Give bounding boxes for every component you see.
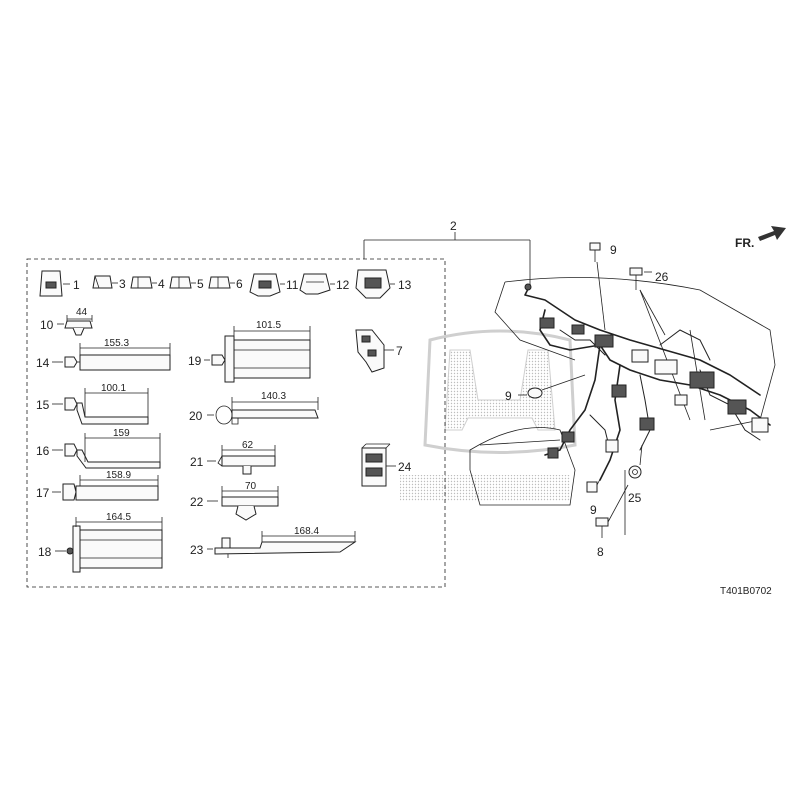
callout-15: 15 xyxy=(36,398,50,412)
front-label: FR. xyxy=(735,236,754,250)
callout-6: 6 xyxy=(236,277,243,291)
cable-tie-14 xyxy=(64,343,171,371)
clip-9-middle xyxy=(518,374,586,399)
dim-16: 159 xyxy=(113,428,130,439)
diagram-code: T401B0702 xyxy=(720,586,772,597)
bolt-8 xyxy=(595,470,629,538)
callout-18: 18 xyxy=(38,545,52,559)
callout-21: 21 xyxy=(190,455,204,469)
callout-11: 11 xyxy=(286,278,299,292)
cable-tie-20 xyxy=(215,397,319,425)
callout-26: 26 xyxy=(655,270,669,284)
callout-20: 20 xyxy=(189,409,203,423)
cable-tie-23 xyxy=(214,531,357,558)
callout-5: 5 xyxy=(197,277,204,291)
clip-21 xyxy=(217,445,276,475)
callout-3: 3 xyxy=(119,277,126,291)
clip-22 xyxy=(221,486,279,521)
callout-10: 10 xyxy=(40,318,54,332)
cable-tie-17 xyxy=(62,475,159,501)
callout-14: 14 xyxy=(36,356,50,370)
callout-12: 12 xyxy=(336,278,350,292)
dim-21: 62 xyxy=(242,440,254,451)
callout-2: 2 xyxy=(450,219,457,233)
dim-23: 168.4 xyxy=(294,526,319,537)
bolt-26 xyxy=(629,267,666,336)
callout-22: 22 xyxy=(190,495,204,509)
wire-harness xyxy=(524,283,771,481)
dim-17: 158.9 xyxy=(106,470,131,481)
callout-17: 17 xyxy=(36,486,50,500)
honda-logo-watermark xyxy=(400,329,577,501)
bolt-9-lower xyxy=(586,459,611,493)
callout-13: 13 xyxy=(398,278,412,292)
nut-25 xyxy=(628,444,643,479)
cable-tie-15 xyxy=(64,388,149,425)
connector-24 xyxy=(361,443,391,487)
arrow-right-icon xyxy=(758,226,786,241)
clip-13 xyxy=(355,269,391,299)
callout-23: 23 xyxy=(190,543,204,557)
callout-7: 7 xyxy=(396,344,403,358)
cable-tie-18 xyxy=(66,517,163,573)
clip-4 xyxy=(130,276,153,289)
dim-10: 44 xyxy=(76,307,88,318)
callout-9-lower: 9 xyxy=(590,503,597,517)
dim-19: 101.5 xyxy=(256,320,281,331)
harness-bracket xyxy=(363,232,531,285)
clip-6 xyxy=(208,276,231,289)
callout-1: 1 xyxy=(73,278,80,292)
holder-7 xyxy=(355,329,385,373)
clips-kit-box xyxy=(26,258,446,588)
callout-19: 19 xyxy=(188,354,202,368)
callout-9-top: 9 xyxy=(610,243,617,257)
clip-5 xyxy=(169,276,192,289)
callout-9-middle: 9 xyxy=(505,389,512,403)
clip-3 xyxy=(92,275,113,289)
cable-tie-16 xyxy=(64,433,161,469)
dim-15: 100.1 xyxy=(101,383,126,394)
clip-10 xyxy=(64,315,93,336)
dim-18: 164.5 xyxy=(106,512,131,523)
dim-14: 155.3 xyxy=(104,338,129,349)
callout-25: 25 xyxy=(628,491,642,505)
dim-20: 140.3 xyxy=(261,391,286,402)
callout-8: 8 xyxy=(597,545,604,559)
callout-16: 16 xyxy=(36,444,50,458)
callout-24: 24 xyxy=(398,460,412,474)
clip-1 xyxy=(39,270,63,297)
callout-4: 4 xyxy=(158,277,165,291)
clip-11 xyxy=(249,273,281,297)
dim-22: 70 xyxy=(245,481,257,492)
dashboard-outline xyxy=(469,277,776,506)
bolt-9-top xyxy=(589,242,606,331)
clip-12 xyxy=(299,273,331,295)
cable-tie-19 xyxy=(211,326,311,383)
